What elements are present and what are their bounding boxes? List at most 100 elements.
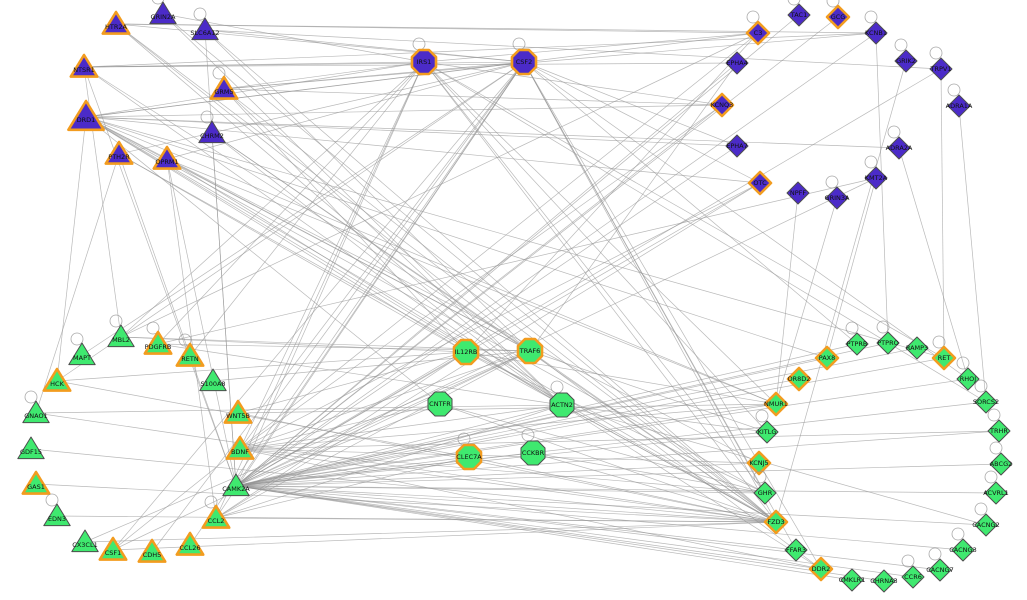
node-adra1a[interactable]: ADRA1A — [946, 83, 973, 118]
edge-line — [204, 29, 525, 63]
node-ccr6[interactable]: CCR6 — [901, 554, 925, 589]
node-edn3[interactable]: EDN3 — [43, 493, 71, 527]
node-chrm2[interactable]: CHRM2 — [198, 110, 226, 144]
edge-line — [239, 61, 425, 450]
diamond-shape — [825, 4, 851, 30]
self-loop-edge — [826, 0, 840, 8]
self-loop-edge — [200, 110, 214, 124]
node-adra2a[interactable]: ADRA2A — [886, 125, 913, 160]
octagon-shape — [410, 48, 438, 76]
edge-line — [237, 412, 777, 523]
node-kcnq3[interactable]: KCNQ3 — [709, 92, 735, 118]
node-gcg[interactable]: GCG — [825, 0, 851, 30]
edge-line — [235, 378, 969, 487]
node-cx3cl1[interactable]: CX3CL1 — [71, 529, 99, 553]
edge-line — [898, 147, 969, 380]
self-loop-edge — [864, 155, 878, 169]
node-cckbr[interactable]: CCKBR — [520, 428, 546, 466]
edge-line — [775, 192, 799, 405]
self-loop-edge — [412, 37, 426, 51]
node-kcnb1[interactable]: KCNB1 — [864, 10, 888, 45]
node-cacng7[interactable]: CACNG7 — [926, 547, 954, 582]
edge-line — [523, 61, 822, 570]
node-ccl26[interactable]: CCL26 — [175, 531, 205, 556]
node-oprm1[interactable]: OPRM1 — [152, 145, 182, 170]
node-traf6[interactable]: TRAF6 — [516, 337, 544, 365]
node-epha4[interactable]: EPHA4 — [725, 51, 749, 75]
triangle-shape — [223, 399, 253, 424]
self-loop-edge — [901, 554, 915, 568]
edge-line — [235, 485, 766, 494]
node-epha7[interactable]: EPHA7 — [725, 134, 749, 158]
edge-line — [235, 485, 941, 571]
edge-line — [235, 401, 987, 487]
edge-line — [532, 452, 766, 494]
node-gas1[interactable]: GAS1 — [21, 470, 51, 495]
edge-line — [85, 116, 828, 359]
triangle-shape — [175, 531, 205, 556]
node-gdf15[interactable]: GDF15 — [17, 436, 45, 460]
triangle-shape — [71, 529, 99, 553]
node-abcg2[interactable]: ABCG2 — [989, 441, 1013, 476]
edge-line — [235, 68, 942, 487]
triangle-shape — [175, 342, 205, 367]
edge-line — [35, 412, 777, 523]
self-loop-edge — [947, 83, 961, 97]
edge-line — [561, 404, 987, 526]
node-htr2a[interactable]: HTR2A — [101, 10, 131, 35]
node-grin2a[interactable]: GRIN2A — [149, 0, 177, 25]
edge-line — [235, 32, 877, 487]
node-gnao1[interactable]: GNAO1 — [22, 390, 50, 424]
node-trhr[interactable]: TRHR — [987, 408, 1011, 443]
self-loop-edge — [24, 390, 38, 404]
node-or8d2[interactable]: OR8D2 — [786, 366, 812, 392]
edge-line — [215, 61, 425, 519]
self-loop-edge — [987, 408, 1001, 422]
edge-line — [85, 116, 738, 147]
node-chrna3[interactable]: CHRNA3 — [870, 569, 898, 593]
edge-line — [115, 23, 563, 406]
edge-line — [112, 61, 525, 551]
node-cntfr[interactable]: CNTFR — [427, 391, 453, 417]
node-ntsr1[interactable]: NTSR1 — [69, 53, 99, 78]
diamond-shape — [753, 481, 777, 505]
node-irs1[interactable]: IRS1 — [410, 37, 438, 76]
node-kmt2a[interactable]: KMT2A — [864, 155, 888, 190]
self-loop-edge — [928, 547, 942, 561]
edge-line — [85, 116, 441, 405]
node-csf2[interactable]: CSF2 — [510, 37, 538, 76]
node-cacng2[interactable]: CACNG2 — [972, 502, 1000, 537]
node-tac1[interactable]: TAC1 — [787, 0, 811, 27]
edge-line — [85, 116, 777, 523]
node-acvrl1[interactable]: ACVRL1 — [983, 470, 1009, 505]
node-npff[interactable]: NPFF — [786, 181, 810, 205]
node-cmklr1[interactable]: CMKLR1 — [839, 568, 866, 592]
node-hck[interactable]: HCK — [42, 367, 72, 392]
edge-line — [118, 153, 237, 487]
node-pax8[interactable]: PAX8 — [814, 345, 840, 371]
node-actn2[interactable]: ACTN2 — [549, 380, 575, 418]
node-ptprb[interactable]: PTPRB — [845, 321, 869, 356]
edge-line — [162, 13, 777, 523]
node-cacng3[interactable]: CACNG3 — [949, 527, 977, 562]
node-trpv1[interactable]: TRPV1 — [929, 46, 953, 81]
triangle-shape — [149, 1, 177, 25]
self-loop-edge — [753, 470, 767, 484]
edge-line — [112, 32, 759, 551]
node-il12rb[interactable]: IL12RB — [452, 338, 480, 366]
diamond-shape — [725, 134, 749, 158]
edge-line — [523, 61, 766, 494]
triangle-shape — [225, 435, 255, 460]
diamond-shape — [825, 186, 849, 210]
edge-line — [523, 61, 761, 184]
triangle-shape — [69, 53, 99, 78]
node-cdh5[interactable]: CDH5 — [137, 538, 167, 563]
edge-line — [162, 13, 563, 406]
edge-line — [157, 177, 877, 345]
self-loop-edge — [932, 335, 946, 349]
node-pth2r[interactable]: PTH2R — [104, 140, 134, 165]
node-wnt5b[interactable]: WNT5B — [223, 399, 253, 424]
edge-line — [235, 61, 425, 487]
node-otc[interactable]: OTC — [747, 170, 773, 196]
